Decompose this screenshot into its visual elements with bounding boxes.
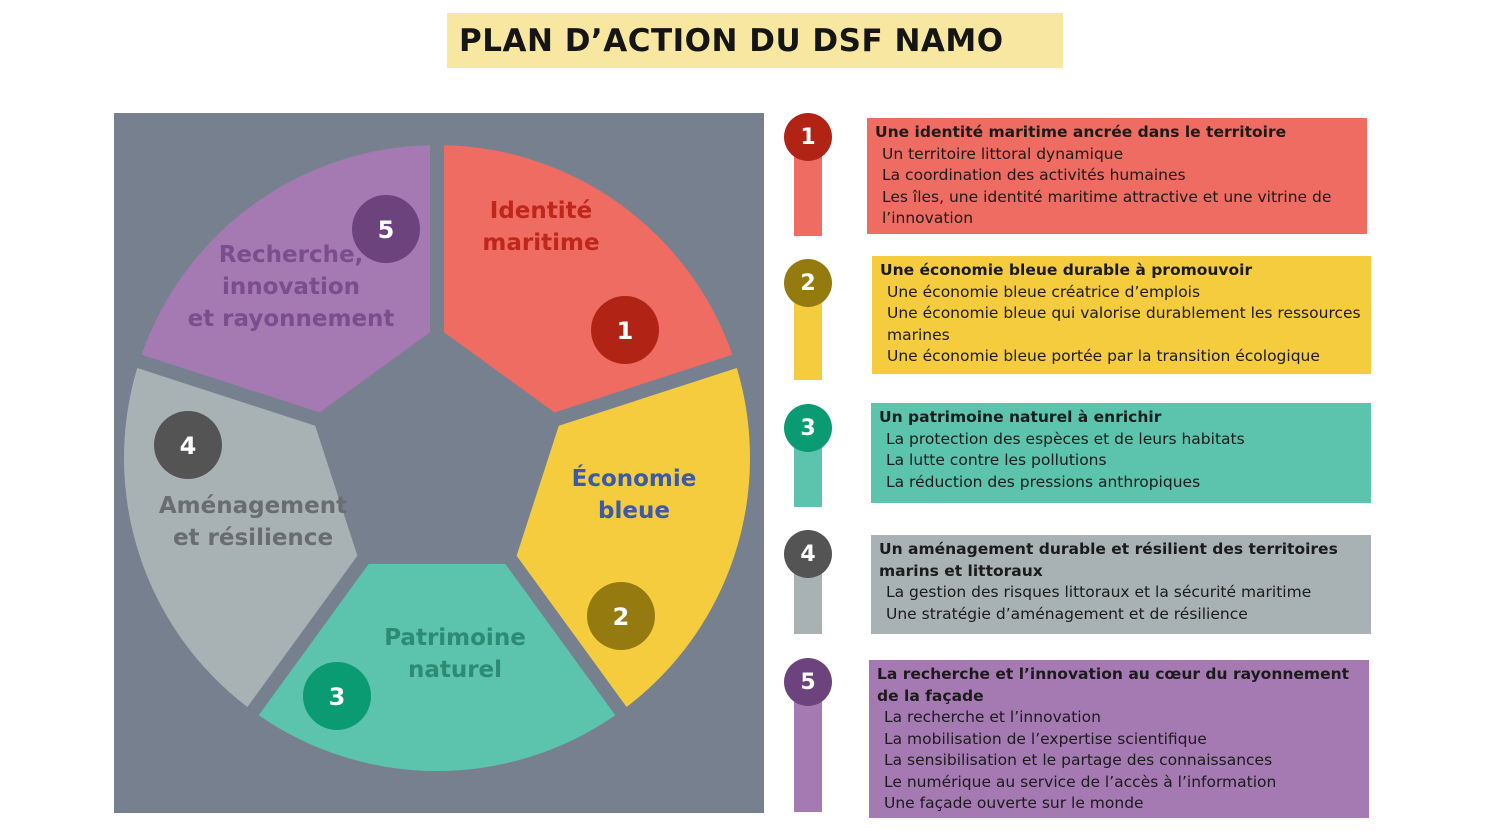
axis-panel-item: Une façade ouverte sur le monde — [884, 794, 1144, 812]
axis-panel-3: Un patrimoine naturel à enrichir La prote… — [871, 403, 1371, 503]
axis-panel-item: La protection des espèces et de leurs ha… — [886, 429, 1245, 448]
axis-panel-item: Une économie bleue qui valorise durablem… — [887, 304, 1361, 344]
axis-panel-item: La gestion des risques littoraux et la s… — [886, 583, 1312, 601]
axis-panel-item: Une économie bleue créatrice d’emplois — [887, 282, 1201, 301]
page-title: PLAN D’ACTION DU DSF NAMO — [447, 13, 1063, 68]
wheel-number-3: 3 — [329, 683, 346, 711]
axis-panel-item: La recherche et l’innovation — [884, 708, 1101, 726]
axis-panel-item: La réduction des pressions anthropiques — [886, 472, 1201, 491]
wheel-number-4: 4 — [180, 432, 197, 460]
wheel-number-1: 1 — [617, 317, 634, 345]
axis-panel-1: Une identité maritime ancrée dans le ter… — [867, 118, 1367, 234]
axis-panel-item: La mobilisation de l’expertise scientifi… — [884, 729, 1207, 748]
wheel-number-badge-3 — [303, 662, 371, 730]
axis-panel-item: Une économie bleue portée par la transit… — [887, 347, 1320, 365]
axis-panel-title: Un aménagement durable et résilient des … — [879, 540, 1338, 580]
axis-panel-title: La recherche et l’innovation au cœur du … — [877, 665, 1350, 705]
wheel-number-5: 5 — [378, 216, 395, 244]
axis-number-badge: 5 — [784, 658, 832, 706]
axis-panel-title: Une économie bleue durable à promouvoir — [880, 261, 1253, 279]
axis-panel-item: La sensibilisation et le partage des con… — [884, 751, 1273, 769]
axis-number-badge: 1 — [784, 113, 832, 161]
wheel-segment-2 — [516, 368, 751, 707]
axis-panel-item: Les îles, une identité maritime attracti… — [882, 187, 1332, 228]
axis-panel-item: Le numérique au service de l’accès à l’i… — [884, 772, 1277, 791]
axis-panel-4: Un aménagement durable et résilient des … — [871, 535, 1371, 634]
wheel-number-badge-4 — [154, 411, 222, 479]
wheel-number-badge-5 — [352, 195, 420, 263]
axis-panel-title: Une identité maritime ancrée dans le ter… — [875, 123, 1287, 141]
axis-panel-item: La lutte contre les pollutions — [886, 451, 1107, 469]
axis-panel-5: La recherche et l’innovation au cœur du … — [869, 660, 1369, 818]
axis-panel-title: Un patrimoine naturel à enrichir — [879, 408, 1162, 426]
axis-number-badge: 2 — [784, 259, 832, 307]
wheel-number-2: 2 — [613, 603, 630, 631]
axis-panel-item: Un territoire littoral dynamique — [882, 144, 1124, 163]
wheel-number-badge-2 — [587, 582, 655, 650]
axis-number-badge: 4 — [784, 530, 832, 578]
wheel-segment-1 — [444, 145, 733, 413]
axis-panel-item: Une stratégie d’aménagement et de résili… — [886, 604, 1248, 623]
axis-number-badge: 3 — [784, 404, 832, 452]
axis-panel-item: La coordination des activités humaines — [882, 166, 1186, 184]
wheel-number-badge-1 — [591, 296, 659, 364]
